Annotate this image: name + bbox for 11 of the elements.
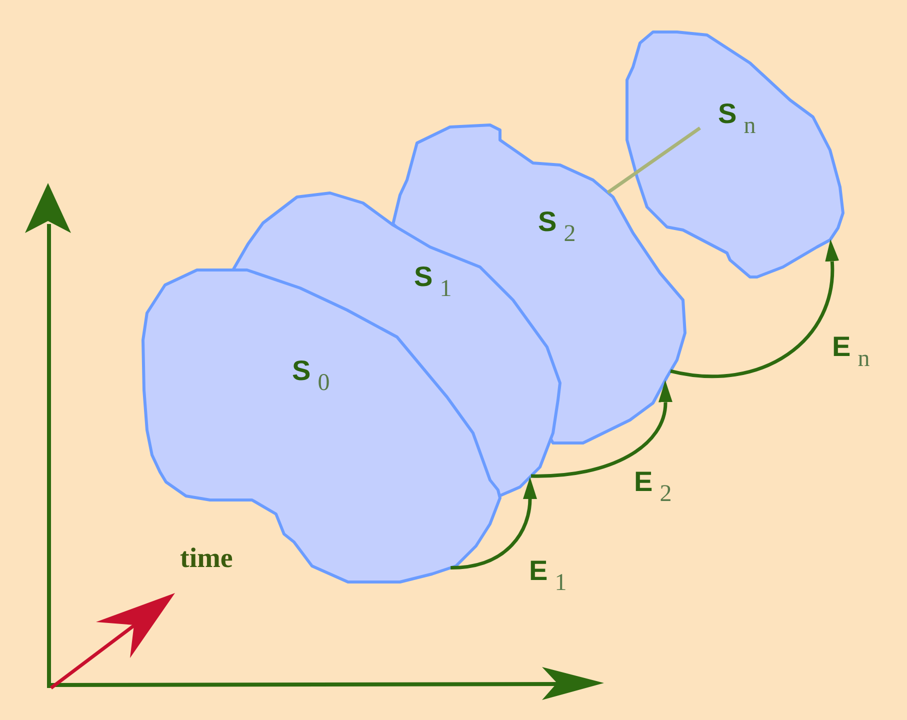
node-label: S$_{2}$ bbox=[538, 208, 576, 246]
region-shape bbox=[141, 268, 502, 584]
node-label: S$_{n}$ bbox=[718, 100, 756, 138]
region-shape bbox=[625, 30, 845, 279]
arrow bbox=[670, 239, 840, 378]
node-label: S$_{1}$ bbox=[414, 263, 452, 301]
arrow bbox=[530, 380, 672, 478]
node-label: S$_{0}$ bbox=[292, 357, 330, 395]
axis-label: time bbox=[180, 545, 233, 573]
connector-line bbox=[606, 126, 701, 194]
arrow bbox=[450, 477, 537, 570]
